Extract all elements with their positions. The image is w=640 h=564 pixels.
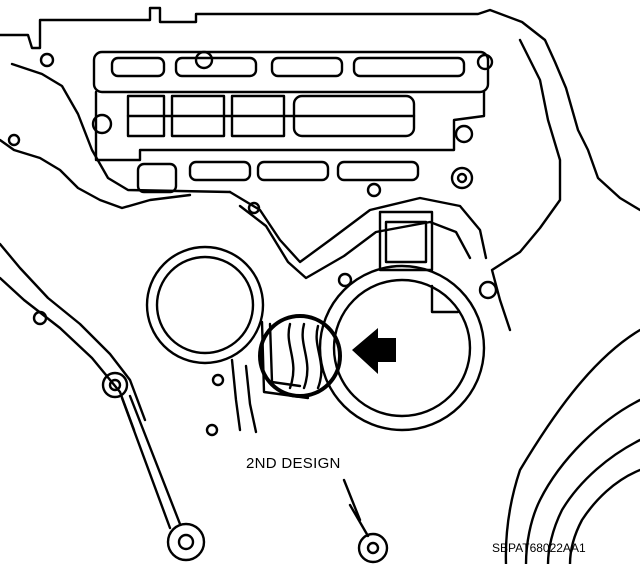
bolt-hole	[39, 52, 55, 68]
diagonal-web	[228, 190, 488, 264]
left-bore	[145, 245, 265, 365]
design-caption: 2ND DESIGN	[246, 455, 341, 472]
bolt-hole	[478, 280, 498, 300]
bolt-hole	[366, 182, 382, 198]
lower-left-web-inner	[0, 276, 136, 432]
right-pocket	[378, 210, 434, 272]
channel-slot	[352, 56, 466, 78]
right-pocket-inner	[384, 220, 428, 264]
passage-wave	[287, 322, 295, 390]
passage-wave	[315, 324, 323, 390]
housing-right-edge	[490, 38, 562, 332]
highlight-circle-callout	[258, 314, 342, 398]
bolt-hole-center	[108, 378, 122, 392]
housing-inner-left	[10, 62, 232, 194]
bolt-hole	[205, 423, 219, 437]
lower-right-housing	[524, 398, 640, 564]
diagonal-web-inner	[238, 204, 472, 280]
bottom-strut	[120, 394, 370, 538]
channel-slot	[174, 56, 258, 78]
bolt-hole	[247, 201, 261, 215]
bolt-hole	[166, 522, 206, 562]
bolt-hole-center	[177, 533, 195, 551]
lower-left-web	[0, 242, 147, 422]
lower-right-housing	[504, 328, 640, 564]
lower-slot	[256, 160, 330, 182]
middle-block	[94, 90, 486, 162]
lower-right-housing	[568, 468, 640, 564]
right-bore	[332, 278, 472, 418]
center-web	[230, 358, 258, 434]
housing-outline	[0, 6, 640, 212]
lower-slot	[188, 160, 252, 182]
bolt-hole	[211, 373, 225, 387]
lower-pocket	[136, 162, 178, 194]
passage-wave	[301, 322, 309, 390]
bolt-hole	[450, 166, 474, 190]
bolt-hole	[454, 124, 474, 144]
bolt-hole	[194, 50, 214, 70]
right-bore-outer	[318, 264, 486, 432]
lower-slot	[336, 160, 420, 182]
reference-code: SBPAT68022AA1	[492, 541, 586, 555]
channel-slot	[110, 56, 166, 78]
bolt-hole	[7, 133, 21, 147]
bolt-hole	[337, 272, 353, 288]
channel-slot	[270, 56, 344, 78]
bore-notch	[430, 284, 460, 314]
lower-right-housing	[546, 438, 640, 564]
arrow-left-icon	[352, 328, 396, 374]
bolt-hole	[91, 113, 113, 135]
housing-left-edge	[0, 138, 192, 210]
bolt-hole-center	[456, 172, 468, 184]
bolt-holes	[7, 50, 498, 564]
top-channel-frame	[92, 50, 490, 94]
bolt-hole	[101, 371, 129, 399]
left-bore-inner	[155, 255, 255, 355]
bolt-hole-center	[366, 541, 380, 555]
bolt-hole	[476, 53, 494, 71]
bolt-hole	[32, 310, 48, 326]
bolt-hole	[357, 532, 389, 564]
